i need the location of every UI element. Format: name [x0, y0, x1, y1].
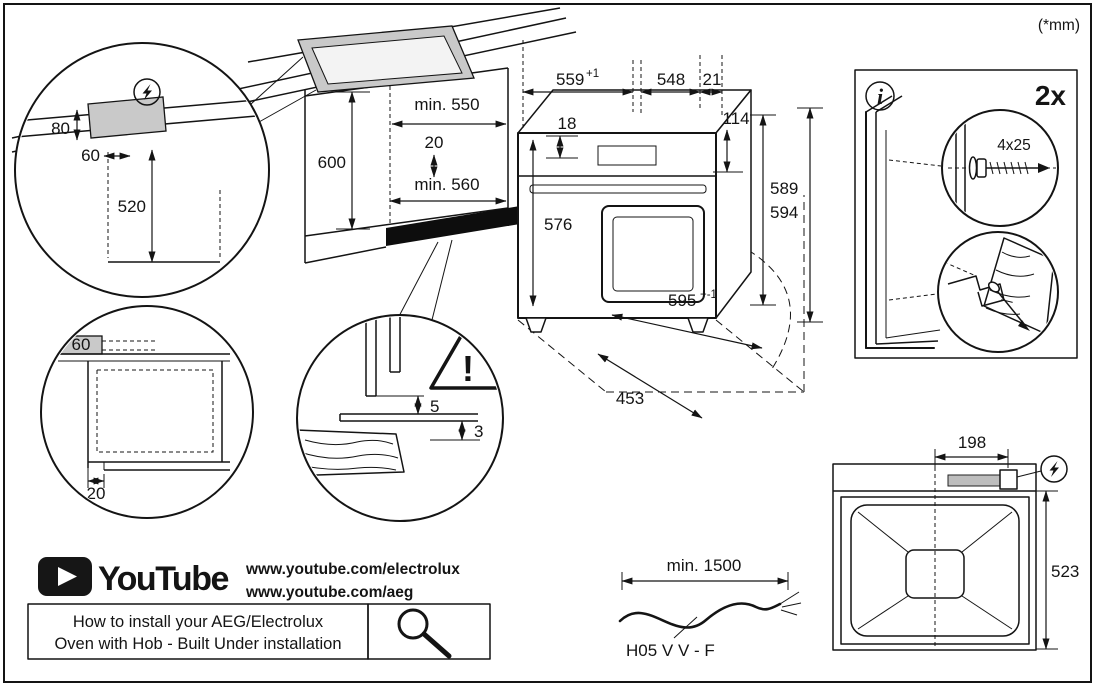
socket-zone — [87, 96, 167, 139]
zoom-wedge-line — [431, 239, 453, 321]
wood-panel — [983, 237, 1055, 335]
youtube-brand: YouTube — [98, 560, 228, 598]
oven-display — [597, 145, 657, 166]
dim-gap-top: 5 — [430, 397, 439, 416]
mounting-bracket-icon — [947, 275, 1030, 331]
dim-side-recess: 20 — [87, 484, 106, 503]
cable-exit-box — [999, 469, 1018, 490]
hardware-quantity: 2x — [1035, 80, 1067, 111]
dim-back-gap: 21 — [703, 70, 722, 89]
youtube-url-aeg: www.youtube.com/aeg — [245, 584, 413, 601]
dim-shelf-gap: 20 — [425, 133, 444, 152]
oven-door-window — [601, 205, 705, 303]
units-note: (*mm) — [1038, 17, 1080, 34]
dim-worktop-gap: 80 — [51, 119, 70, 138]
dim-niche-depth-top: min. 550 — [414, 95, 479, 114]
side-panel-detail-circle: 60 20 — [40, 305, 254, 519]
dim-worktop-offset: 60 — [81, 146, 100, 165]
dim-cable-offset: 198 — [958, 433, 986, 452]
magnifier-icon — [397, 608, 452, 659]
worktop-detail-circle: 80 60 520 — [14, 42, 270, 298]
warning-glyph: ! — [462, 348, 474, 389]
plinth-detail-circle: 5 3 ! — [296, 314, 504, 522]
screw-icon — [968, 156, 1050, 180]
plinth-strip — [386, 206, 520, 246]
cable-channel — [947, 474, 1001, 487]
oven-foot — [525, 317, 547, 333]
mounting-detail-circle — [937, 231, 1059, 353]
hob — [297, 25, 475, 93]
caption-line-1: How to install your AEG/Electrolux — [73, 613, 324, 631]
youtube-play-icon — [38, 557, 92, 596]
zoom-wedge-line — [258, 89, 317, 123]
dim-height-a: 589 — [770, 179, 798, 198]
hardware-box: i 2x — [854, 69, 1078, 359]
cable-curve — [618, 602, 782, 629]
oven-3d: 559 +1 548 21 18 114 589 594 576 595 +-1 — [517, 40, 823, 419]
info-glyph: i — [877, 84, 884, 109]
oven-back-view: 198 523 — [832, 433, 1079, 651]
magnifier-box — [367, 603, 491, 660]
back-plate — [905, 549, 965, 599]
dim-niche-depth-bottom: min. 560 — [414, 175, 479, 194]
dim-back-height: 523 — [1051, 562, 1079, 581]
dim-side-offset: 60 — [72, 335, 91, 354]
door-swing-arc — [747, 249, 791, 373]
dim-oven-width-top-sup: +1 — [586, 68, 599, 80]
oven-foot — [687, 317, 709, 333]
youtube-url-electrolux: www.youtube.com/electrolux — [245, 561, 460, 578]
power-symbol-icon — [1040, 455, 1068, 483]
cable-type-label: H05 V V - F — [626, 641, 715, 660]
dim-panel-height: 114 — [722, 109, 749, 128]
dim-front-height: 576 — [544, 215, 572, 234]
dim-cabinet-height: 600 — [318, 153, 346, 172]
dim-height-b: 594 — [770, 203, 798, 222]
power-cable-section: min. 1500 H05 V V - F — [618, 556, 802, 660]
dim-width-bottom-sup: +-1 — [700, 289, 717, 301]
dim-gap-bottom: 3 — [474, 422, 483, 441]
caption-line-2: Oven with Hob - Built Under installation — [54, 635, 341, 653]
screw-detail-circle: 4x25 — [941, 109, 1059, 227]
dim-cable-length: min. 1500 — [667, 556, 742, 575]
dim-top-trim: 18 — [558, 114, 577, 133]
zoom-wedge-line — [250, 56, 304, 105]
oven-corner-sketch — [865, 95, 942, 349]
dim-oven-width-top: 559 — [556, 70, 584, 89]
youtube-section: YouTube www.youtube.com/electrolux www.y… — [27, 557, 491, 660]
power-symbol-icon — [133, 78, 161, 106]
cabinet-niche: 600 min. 550 20 min. 560 — [304, 67, 520, 264]
dim-oven-depth: 548 — [657, 70, 685, 89]
page-border — [3, 3, 1092, 683]
wood-panel — [299, 429, 405, 477]
screw-size-label: 4x25 — [997, 137, 1031, 154]
dim-width-bottom: 595 — [668, 291, 696, 310]
dim-floor-depth: 453 — [616, 389, 644, 408]
dim-worktop-height: 520 — [118, 197, 146, 216]
zoom-wedge-line — [395, 241, 439, 323]
